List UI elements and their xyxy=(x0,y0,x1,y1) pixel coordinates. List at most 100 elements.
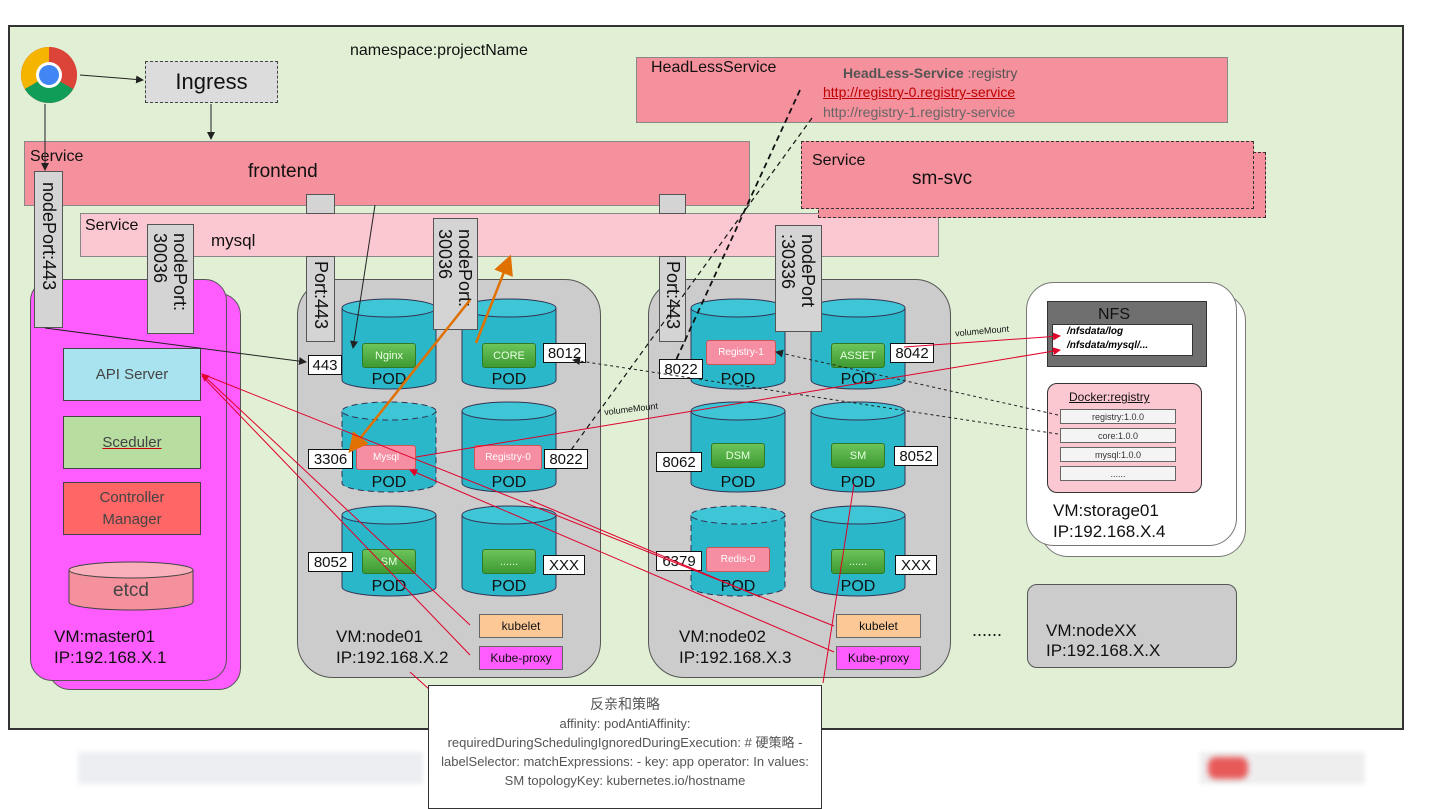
nfs-path-0: /nfsdata/log xyxy=(1067,326,1124,337)
scheduler-box: Sceduler xyxy=(63,416,201,469)
node01-vm-name: VM:node01 xyxy=(336,627,423,646)
pod-label: POD xyxy=(720,578,756,595)
headless-url-0[interactable]: http://registry-0.registry-service xyxy=(823,84,1016,100)
pod-label: POD xyxy=(720,474,756,491)
pod-app-badge: CORE xyxy=(482,343,536,368)
pod-label: POD xyxy=(371,371,407,388)
pod-port-label: 8042 xyxy=(890,343,934,363)
nodexx-vm-ip: IP:192.168.X.X xyxy=(1046,641,1161,660)
headless-line1-bold: HeadLess-Service xyxy=(843,65,964,81)
affinity-body: affinity: podAntiAffinity: requiredDurin… xyxy=(441,716,809,788)
docker-title: Docker:registry xyxy=(1069,390,1150,404)
etcd-label: etcd xyxy=(113,580,149,601)
pod-app-badge: Mysql xyxy=(356,445,416,470)
pod-port-label: XXX xyxy=(543,555,585,575)
ingress-box: Ingress xyxy=(145,61,278,103)
master-vm-name: VM:master01 xyxy=(54,627,156,646)
pod-app-badge: ...... xyxy=(482,549,536,574)
pod-app-badge: Redis-0 xyxy=(706,547,770,572)
image-more: ...... xyxy=(1060,466,1176,481)
etcd-cylinder: etcd xyxy=(67,561,195,611)
pod-label: POD xyxy=(371,578,407,595)
pod-port-label: XXX xyxy=(895,555,937,575)
headless-title: HeadLessService xyxy=(651,59,777,76)
smsvc-service-bar: Service sm-svc xyxy=(801,141,1254,209)
node01-kubelet: kubelet xyxy=(479,614,563,638)
pod-label: POD xyxy=(840,578,876,595)
pod-app-badge: DSM xyxy=(711,443,765,468)
master-vm: API Server Sceduler Controller Manager e… xyxy=(30,279,227,681)
nodeport-30036-tag-b: nodePort: 30036 xyxy=(433,218,478,330)
nfs-title: NFS xyxy=(1098,306,1130,323)
nodexx-vm: VM:nodeXX IP:192.168.X.X xyxy=(1027,584,1237,668)
headless-url-1[interactable]: http://registry-1.registry-service xyxy=(823,104,1016,120)
pod-label: POD xyxy=(840,474,876,491)
node02-kubelet: kubelet xyxy=(836,614,921,638)
node02-kube-proxy: Kube-proxy xyxy=(836,646,921,670)
pod-port-label: 6379 xyxy=(656,551,702,571)
storage-vm: NFS /nfsdata/log /nfsdata/mysql/... Dock… xyxy=(1026,282,1237,546)
nodexx-vm-name: VM:nodeXX xyxy=(1046,621,1137,640)
pod-label: POD xyxy=(491,578,527,595)
port-443-tag-node01: Port:443 xyxy=(306,256,335,342)
frontend-name: frontend xyxy=(248,161,318,182)
controller-manager-box: Controller Manager xyxy=(63,482,201,535)
pod-app-badge: Registry-1 xyxy=(706,340,776,365)
more-nodes-ellipsis: ...... xyxy=(972,620,1003,640)
service-label: Service xyxy=(30,148,84,165)
node02-vm-name: VM:node02 xyxy=(679,627,766,646)
anti-affinity-policy-box: 反亲和策略 affinity: podAntiAffinity: require… xyxy=(428,685,822,809)
pod-port-label: 8062 xyxy=(656,452,702,472)
node01-kube-proxy: Kube-proxy xyxy=(479,646,563,670)
node02-vm-ip: IP:192.168.X.3 xyxy=(679,648,792,667)
affinity-title: 反亲和策略 xyxy=(590,696,660,712)
image-registry: registry:1.0.0 xyxy=(1060,409,1176,424)
pod-app-badge: Nginx xyxy=(362,343,416,368)
pod-port-label: 443 xyxy=(308,355,342,375)
pod-app-badge: SM xyxy=(831,443,885,468)
frontend-service-bar: Service frontend xyxy=(24,141,750,206)
pod-port-label: 8022 xyxy=(544,449,588,469)
blurred-footer-left xyxy=(78,752,423,784)
pod-label: POD xyxy=(491,474,527,491)
service-label: Service xyxy=(85,217,139,234)
nodeport-443-tag: nodePort:443 xyxy=(34,171,63,328)
pod-label: POD xyxy=(840,371,876,388)
node01-vm-ip: IP:192.168.X.2 xyxy=(336,648,449,667)
image-mysql: mysql:1.0.0 xyxy=(1060,447,1176,462)
nodeport-30336-tag: nodePort :30336 xyxy=(775,225,822,332)
nodeport-30036-tag-a: nodePort: 30036 xyxy=(147,224,194,334)
pod-port-label: 8012 xyxy=(543,343,586,363)
nfs-path-1: /nfsdata/mysql/... xyxy=(1067,340,1149,351)
image-core: core:1.0.0 xyxy=(1060,428,1176,443)
pod-app-badge: Registry-0 xyxy=(474,445,542,470)
storage-vm-ip: IP:192.168.X.4 xyxy=(1053,522,1166,541)
frontend-port-stub-a xyxy=(306,194,335,214)
smsvc-name: sm-svc xyxy=(912,168,973,189)
pod-label: POD xyxy=(720,371,756,388)
api-server-box: API Server xyxy=(63,348,201,401)
port-443-tag-node02: Port:443 xyxy=(659,256,686,342)
storage-vm-name: VM:storage01 xyxy=(1053,501,1159,520)
pod-label: POD xyxy=(371,474,407,491)
pod-app-badge: SM xyxy=(362,549,416,574)
pod-port-label: 8022 xyxy=(659,359,703,379)
pod-label: POD xyxy=(491,371,527,388)
chrome-browser-icon[interactable] xyxy=(20,46,78,104)
frontend-port-stub-b xyxy=(659,194,686,214)
pod-port-label: 3306 xyxy=(308,449,353,469)
headless-line1-rest: :registry xyxy=(963,65,1018,81)
namespace-label: namespace:projectName xyxy=(350,42,528,59)
docker-registry-box: Docker:registry registry:1.0.0 core:1.0.… xyxy=(1047,383,1202,493)
service-label: Service xyxy=(812,152,866,169)
pod-port-label: 8052 xyxy=(894,446,938,466)
pod-app-badge: ASSET xyxy=(831,343,885,368)
headless-service-box: HeadLessService HeadLess-Service :regist… xyxy=(636,57,1228,123)
master-vm-ip: IP:192.168.X.1 xyxy=(54,648,167,667)
pod-port-label: 8052 xyxy=(308,552,353,572)
mysql-name: mysql xyxy=(211,231,256,250)
blurred-logo xyxy=(1208,757,1248,779)
nfs-box: NFS /nfsdata/log /nfsdata/mysql/... xyxy=(1047,301,1207,367)
pod-app-badge: ...... xyxy=(831,549,885,574)
headless-line1: HeadLess-Service :registry xyxy=(843,65,1017,81)
